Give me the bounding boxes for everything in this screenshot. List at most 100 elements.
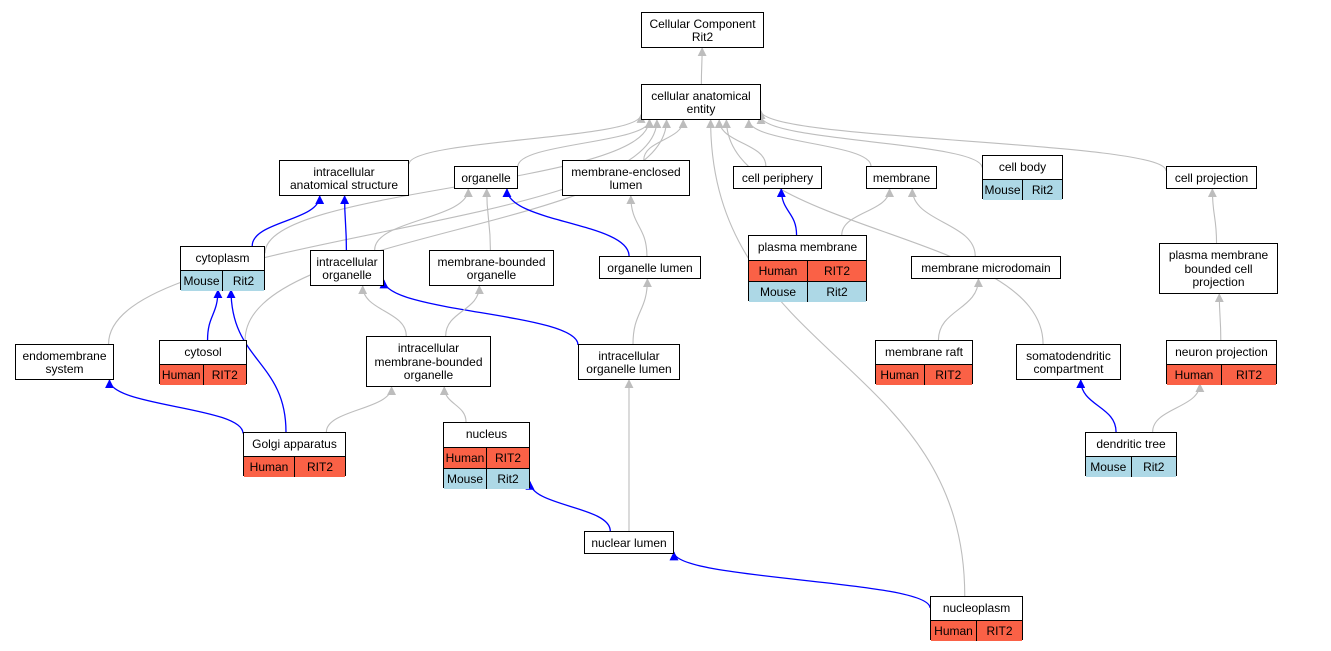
gene-cell: Rit2 xyxy=(222,271,264,291)
gene-cell: RIT2 xyxy=(486,448,529,468)
species-cell: Human xyxy=(1174,368,1214,382)
gene-cell: RIT2 xyxy=(294,457,345,477)
edge-dtree-to-sdc xyxy=(1076,379,1117,433)
edge-mel-to-cae xyxy=(643,119,688,161)
term-label: neuron projection xyxy=(1175,344,1268,359)
term-node-intracellular-organelle[interactable]: intracellular organelle xyxy=(310,250,384,286)
species-cell: Human xyxy=(934,624,973,638)
term-label: cell body xyxy=(998,159,1047,174)
term-node-intracellular-anatomical-structure[interactable]: intracellular anatomical structure xyxy=(279,160,409,196)
edge-cellperiphery-to-cae xyxy=(714,119,767,167)
term-node-organelle[interactable]: organelle xyxy=(454,166,518,189)
gene-cell: RIT2 xyxy=(976,621,1022,641)
edge-imbo-to-mbo xyxy=(445,285,484,337)
term-label: nuclear lumen xyxy=(591,535,667,550)
edge-mbo-to-organelle xyxy=(482,188,492,251)
term-label: membrane microdomain xyxy=(921,260,1051,275)
term-node-cell-projection[interactable]: cell projection xyxy=(1166,166,1257,189)
edge-olumen-to-mel xyxy=(626,195,648,257)
edge-olumen-to-organelle xyxy=(502,188,630,257)
term-node-cellular-anatomical-entity[interactable]: cellular anatomical entity xyxy=(641,84,761,120)
term-label: cellular anatomical entity xyxy=(651,88,751,116)
term-label: intracellular organelle lumen xyxy=(586,348,672,376)
term-node-nuclear-lumen[interactable]: nuclear lumen xyxy=(584,531,674,554)
term-node-cellular-component-rit2[interactable]: Cellular Component Rit2 xyxy=(641,12,764,48)
gene-cell: RIT2 xyxy=(1221,365,1276,385)
species-cell: Human xyxy=(880,368,920,382)
term-label: Cellular Component Rit2 xyxy=(649,16,756,44)
term-node-intracellular-membrane-bounded-organelle[interactable]: intracellular membrane-bounded organelle xyxy=(366,336,491,387)
edge-golgi-to-imbo xyxy=(325,386,397,433)
edge-golgi-to-cytoplasm xyxy=(226,289,287,433)
term-node-membrane[interactable]: membrane xyxy=(866,166,937,189)
species-cell: Mouse xyxy=(984,183,1021,197)
gene-cell: RIT2 xyxy=(923,365,973,385)
term-label: membrane raft xyxy=(884,344,964,359)
gene-cell: RIT2 xyxy=(807,261,866,281)
edge-nproj-to-pmbcp xyxy=(1214,293,1224,341)
edge-mraft-to-mmd xyxy=(937,278,983,341)
edge-membrane-to-cae xyxy=(744,119,872,167)
term-label: organelle lumen xyxy=(607,260,693,275)
term-label: membrane-enclosed lumen xyxy=(571,164,681,192)
edge-nplasm-to-cae xyxy=(706,119,966,597)
term-label: intracellular organelle xyxy=(316,254,378,282)
edge-iol-to-olumen xyxy=(632,278,652,345)
edge-io-to-ias xyxy=(340,195,350,251)
gene-cell: Rit2 xyxy=(807,282,866,302)
term-label: nucleus xyxy=(465,427,508,442)
term-label: plasma membrane bounded cell projection xyxy=(1168,248,1269,290)
edge-cellprojection-to-cae xyxy=(756,109,1167,171)
term-label: intracellular membrane-bounded organelle xyxy=(374,341,483,383)
gene-cell: Rit2 xyxy=(1130,457,1177,477)
edge-nlumen-to-nucleus xyxy=(525,480,611,532)
edge-cytoplasm-to-ias xyxy=(251,195,325,247)
term-node-membrane-microdomain[interactable]: membrane microdomain xyxy=(911,256,1061,279)
gene-cell: Rit2 xyxy=(486,469,529,489)
term-node-organelle-lumen[interactable]: organelle lumen xyxy=(599,256,701,279)
term-label: intracellular anatomical structure xyxy=(289,164,399,192)
term-label: membrane xyxy=(872,170,931,185)
edge-imbo-to-io xyxy=(358,285,407,337)
term-label: cytosol xyxy=(184,344,222,359)
edge-pmbcp-to-cellprojection xyxy=(1207,188,1218,244)
term-label: dendritic tree xyxy=(1096,436,1166,451)
term-node-endomembrane-system[interactable]: endomembrane system xyxy=(15,344,114,380)
edge-organelle-to-cae xyxy=(517,119,655,167)
edge-nplasm-to-nlumen xyxy=(669,551,931,609)
term-label: nucleoplasm xyxy=(942,600,1011,615)
edge-cytosol-to-cytoplasm xyxy=(206,289,223,341)
term-label: plasma membrane xyxy=(757,240,858,255)
term-node-intracellular-organelle-lumen[interactable]: intracellular organelle lumen xyxy=(578,344,680,380)
term-node-somatodendritic-compartment[interactable]: somatodendritic compartment xyxy=(1016,344,1121,380)
term-label: cell periphery xyxy=(741,170,814,185)
term-node-cell-periphery[interactable]: cell periphery xyxy=(733,166,822,189)
edge-pm-to-membrane xyxy=(841,188,895,236)
term-node-membrane-enclosed-lumen[interactable]: membrane-enclosed lumen xyxy=(562,160,690,196)
edge-golgi-to-endo xyxy=(105,379,244,434)
term-node-plasma-membrane-bounded-cell-projection[interactable]: plasma membrane bounded cell projection xyxy=(1159,243,1278,294)
edge-cae-to-root xyxy=(697,47,707,85)
edge-dtree-to-nproj xyxy=(1152,383,1205,433)
term-node-membrane-bounded-organelle[interactable]: membrane-bounded organelle xyxy=(429,250,554,286)
species-cell: Human xyxy=(161,368,201,382)
term-label: cytoplasm xyxy=(195,250,250,265)
term-label: organelle xyxy=(461,170,511,185)
